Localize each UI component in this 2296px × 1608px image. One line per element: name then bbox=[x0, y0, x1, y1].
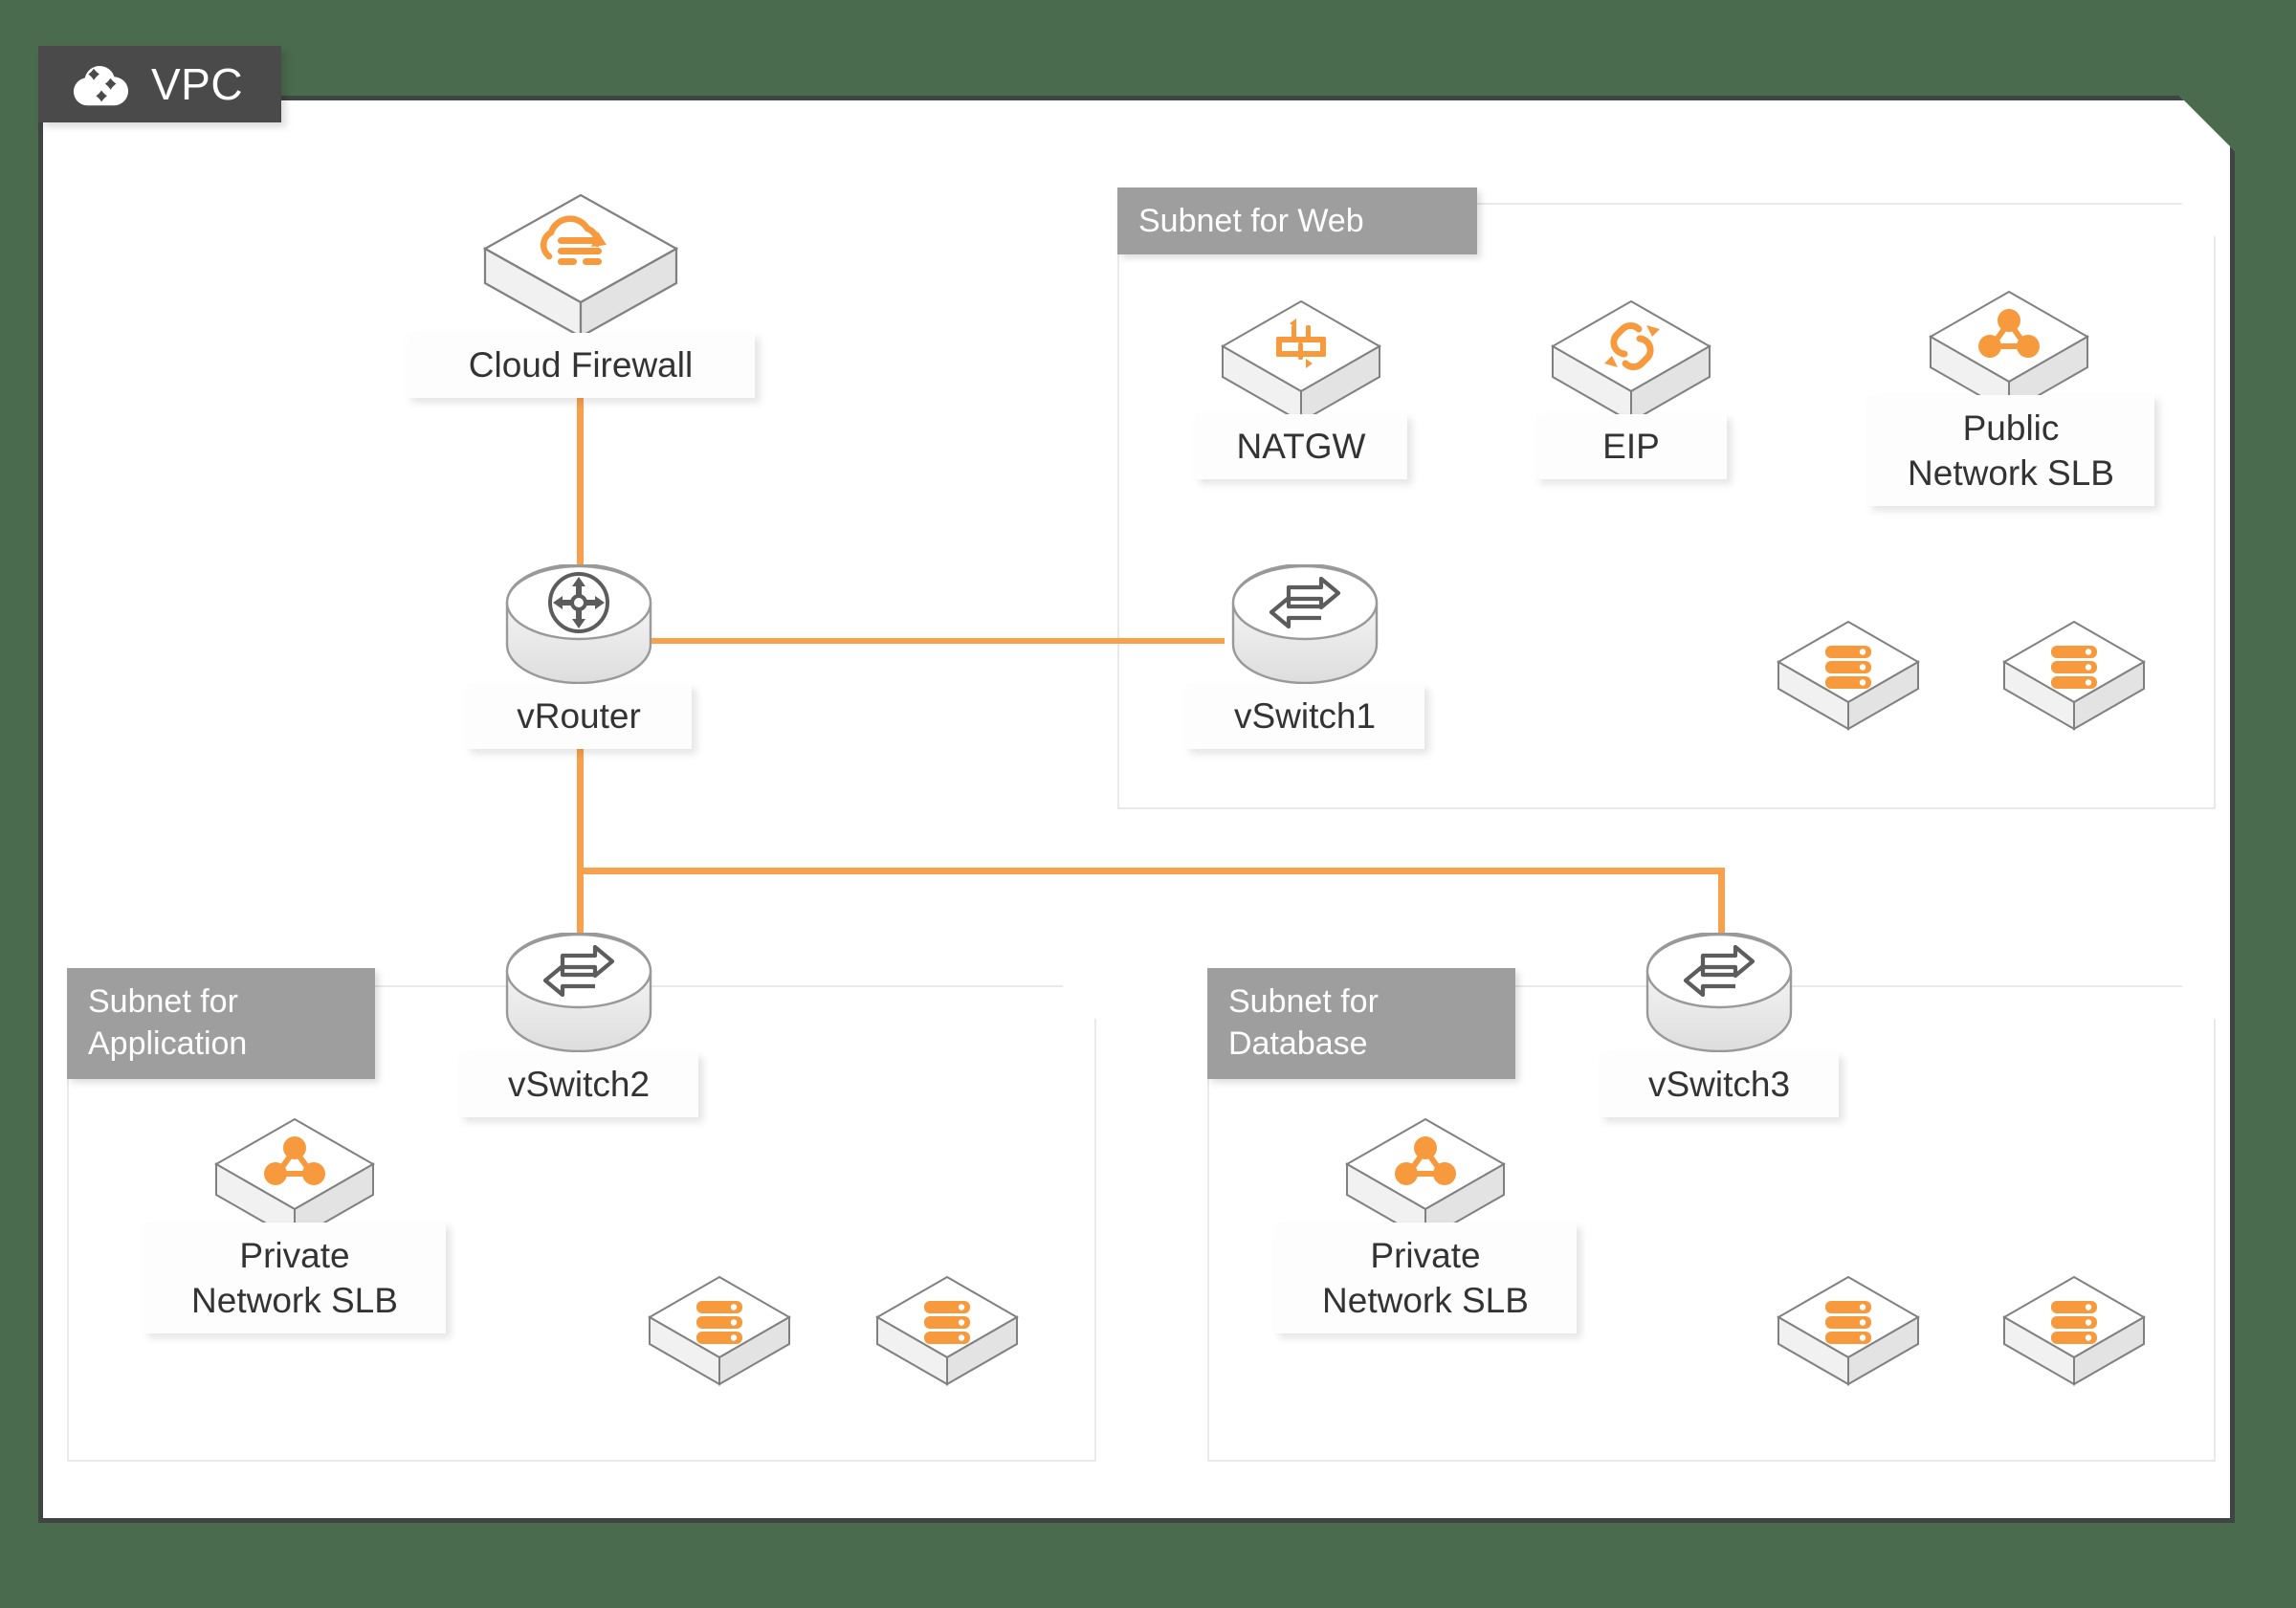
node-cloud-firewall[interactable]: Cloud Firewall bbox=[407, 189, 755, 398]
node-vswitch3[interactable]: vSwitch3 bbox=[1600, 933, 1839, 1117]
slb-icon bbox=[1928, 290, 2090, 414]
vpc-title-tab: VPC bbox=[38, 46, 281, 122]
node-app-ecs-2[interactable] bbox=[871, 1272, 1024, 1389]
server-icon bbox=[1776, 620, 1921, 731]
node-db-ecs-1[interactable] bbox=[1772, 1272, 1925, 1389]
router-icon bbox=[505, 564, 652, 685]
node-vrouter-label: vRouter bbox=[466, 684, 692, 749]
node-vswitch3-label: vSwitch3 bbox=[1600, 1052, 1839, 1117]
node-db-private-slb-label: Private Network SLB bbox=[1274, 1223, 1577, 1333]
slb-icon bbox=[1344, 1117, 1507, 1242]
node-app-ecs-1[interactable] bbox=[643, 1272, 796, 1389]
switch-icon bbox=[1231, 564, 1379, 685]
server-icon bbox=[2001, 620, 2147, 731]
cloud-icon bbox=[74, 66, 128, 106]
node-cloud-firewall-label: Cloud Firewall bbox=[407, 333, 755, 398]
server-icon bbox=[2001, 1275, 2147, 1386]
node-vswitch1[interactable]: vSwitch1 bbox=[1185, 564, 1424, 749]
node-eip[interactable]: EIP bbox=[1535, 297, 1727, 479]
node-vswitch2-label: vSwitch2 bbox=[459, 1052, 698, 1117]
wire-vrouter-trunk bbox=[577, 703, 584, 947]
node-web-ecs-1[interactable] bbox=[1772, 617, 1925, 734]
node-vrouter[interactable]: vRouter bbox=[466, 564, 692, 749]
node-app-private-slb-label: Private Network SLB bbox=[144, 1223, 446, 1333]
subnet-application-title: Subnet for Application bbox=[67, 968, 375, 1079]
node-db-ecs-2[interactable] bbox=[1998, 1272, 2151, 1389]
node-public-slb[interactable]: Public Network SLB bbox=[1867, 287, 2154, 506]
subnet-database-title: Subnet for Database bbox=[1207, 968, 1515, 1079]
server-icon bbox=[647, 1275, 792, 1386]
subnet-web-title: Subnet for Web bbox=[1117, 187, 1477, 254]
node-app-private-slb[interactable]: Private Network SLB bbox=[144, 1114, 446, 1333]
switch-icon bbox=[1645, 933, 1793, 1053]
node-db-private-slb[interactable]: Private Network SLB bbox=[1274, 1114, 1577, 1333]
node-vswitch1-label: vSwitch1 bbox=[1185, 684, 1424, 749]
server-icon bbox=[1776, 1275, 1921, 1386]
server-icon bbox=[874, 1275, 1020, 1386]
node-public-slb-label: Public Network SLB bbox=[1867, 395, 2154, 506]
wire-bus-to-vswitch3-drop bbox=[1718, 868, 1725, 947]
switch-icon bbox=[505, 933, 652, 1053]
node-web-ecs-2[interactable] bbox=[1998, 617, 2151, 734]
wire-firewall-to-vrouter bbox=[577, 383, 584, 574]
node-natgw[interactable]: NATGW bbox=[1195, 297, 1407, 479]
wire-vrouter-to-vswitch1 bbox=[651, 638, 1225, 644]
node-natgw-label: NATGW bbox=[1195, 414, 1407, 479]
node-vswitch2[interactable]: vSwitch2 bbox=[459, 933, 698, 1117]
slb-icon bbox=[213, 1117, 376, 1242]
elastic-ip-icon bbox=[1550, 299, 1712, 424]
node-eip-label: EIP bbox=[1535, 414, 1727, 479]
cloud-firewall-icon bbox=[482, 193, 679, 339]
vpc-title-label: VPC bbox=[151, 59, 244, 109]
nat-gateway-icon bbox=[1220, 299, 1382, 424]
wire-bus-to-vswitch3 bbox=[577, 868, 1725, 874]
